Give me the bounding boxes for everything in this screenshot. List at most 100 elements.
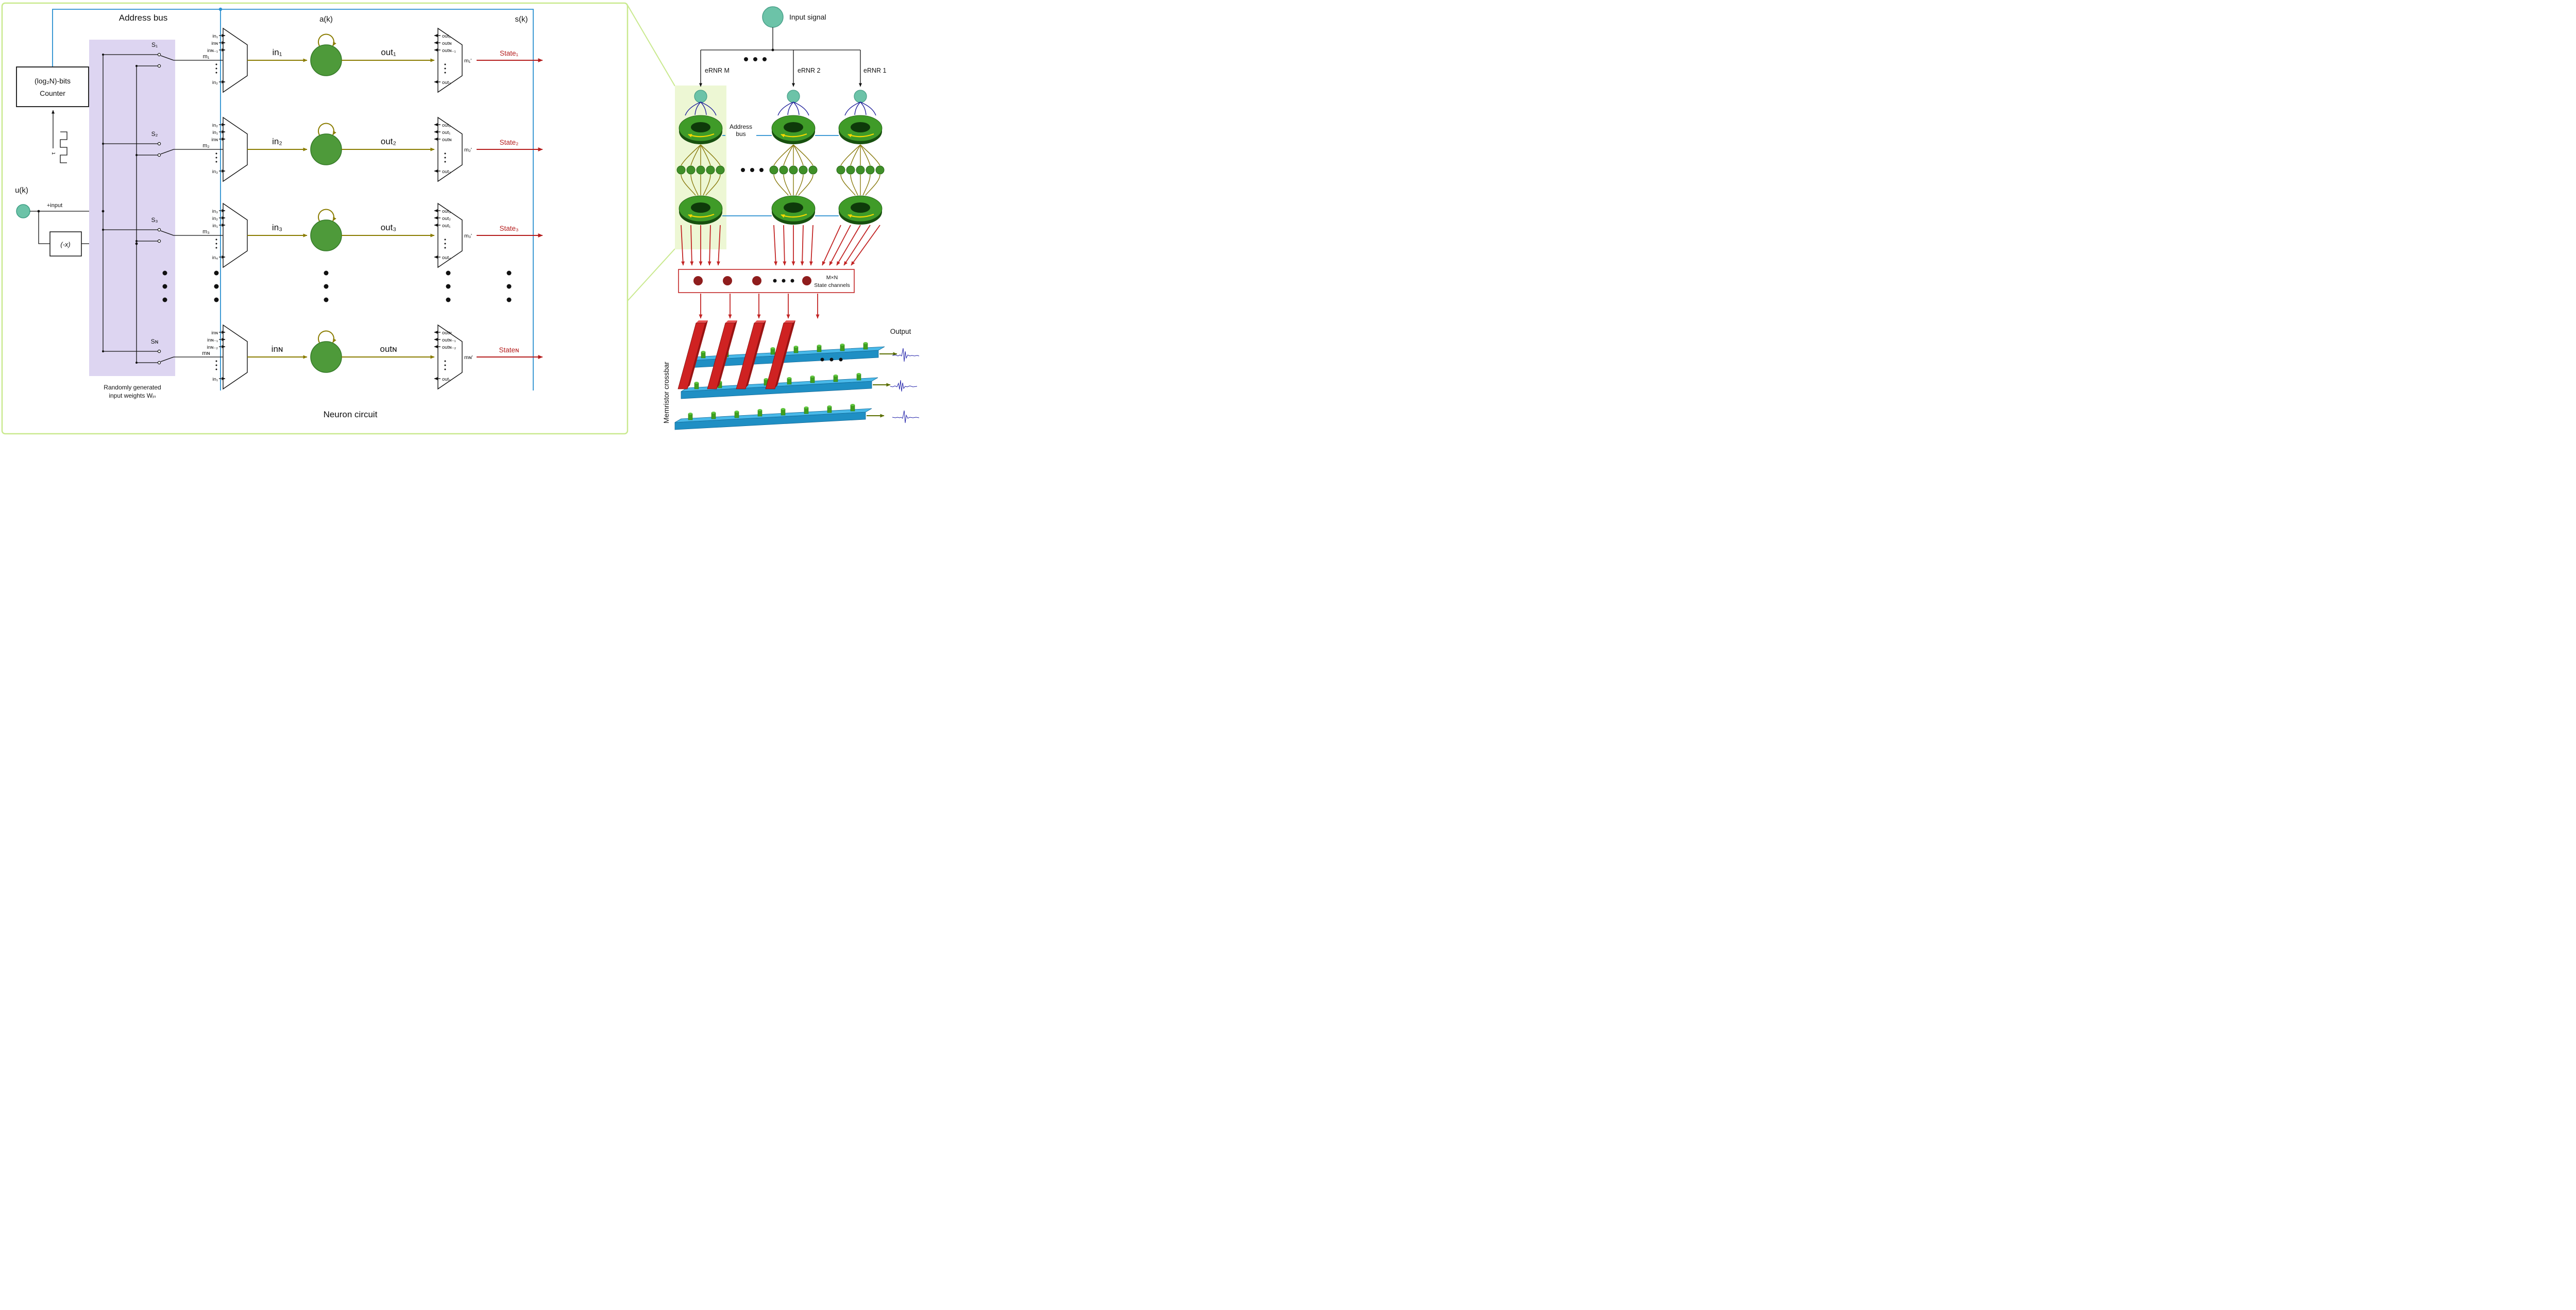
memristor-pillars	[688, 342, 868, 420]
svg-text:out₁: out₁	[442, 130, 450, 135]
input-mux	[223, 27, 248, 93]
ring-reservoir-row-2	[679, 195, 883, 225]
panel-border	[1, 2, 629, 435]
output-mux	[437, 324, 463, 390]
switch-lever	[160, 230, 174, 236]
state-label: Stateɴ	[499, 346, 519, 354]
reservoir-input-node	[854, 90, 867, 103]
output-label: Output	[890, 328, 911, 335]
svg-text:out₁: out₁	[442, 223, 450, 229]
state-label: State₃	[499, 225, 518, 232]
state-channels-label: State channels	[814, 282, 850, 288]
neuron-to-ring-fans	[681, 174, 880, 196]
ernr-m-label: eRNR M	[705, 67, 730, 74]
neuron-row-3: S₃ m₃ in₃ in₂ in₁ in₄ in₃ out₃ out₃ out₂…	[102, 202, 543, 268]
plus-input-label: +input	[47, 202, 62, 209]
ring-reservoir-row-1	[679, 115, 883, 144]
input-fan-curves	[685, 101, 876, 116]
readout-arrows	[867, 352, 897, 418]
neuron-row-2: S₂ m₂ in₂ in₁ inɴ in₃ in₂ out₂ out₂ out₁…	[102, 116, 543, 182]
svg-text:outɴ₋₂: outɴ₋₂	[442, 345, 456, 350]
svg-text:out₂: out₂	[442, 123, 451, 128]
input-node	[16, 204, 30, 218]
neuron	[310, 219, 342, 251]
neuron	[310, 44, 342, 76]
ring-reservoir	[838, 195, 883, 225]
switch-label: S₁	[151, 41, 158, 48]
reservoir-input-node	[694, 90, 707, 103]
state-channel-node	[693, 276, 703, 285]
demux-label: m₂'	[464, 147, 472, 153]
rotation-arrow	[781, 213, 807, 218]
clock-waveform	[60, 131, 67, 163]
switch-contact	[157, 53, 161, 57]
self-loop	[318, 123, 336, 135]
ring-reservoir	[771, 115, 816, 144]
rotation-arrow	[688, 133, 715, 138]
ring-to-neuron-fans	[681, 144, 880, 166]
big-out-label: out₃	[381, 223, 397, 232]
big-out-label: out₂	[381, 137, 396, 146]
reservoir-input-node	[787, 90, 800, 103]
svg-text:out₂: out₂	[442, 216, 451, 222]
svg-text:outɴ: outɴ	[442, 330, 451, 336]
state-channel-node	[802, 276, 811, 285]
tau-label: τ	[50, 152, 57, 155]
hardware-overview-panel: Input signal eRNR M eRNR 2 eRNR 1	[662, 6, 920, 430]
demux-label: m₃'	[464, 233, 472, 239]
neuron-row-n: Sɴ mɴ inɴ inɴ₋₁ inɴ₋₂ in₁ inɴ outɴ outɴ …	[102, 324, 543, 390]
switch-lever	[160, 356, 174, 362]
ellipsis-dots	[744, 57, 767, 61]
output-waveform	[892, 410, 920, 423]
switch-lever	[160, 149, 174, 155]
ernr-2-label: eRNR 2	[798, 67, 821, 74]
mxn-label: M×N	[826, 275, 838, 281]
big-in-label: in₁	[273, 47, 282, 57]
svg-text:inɴ₋₂: inɴ₋₂	[207, 345, 218, 350]
switch-label: S₂	[151, 130, 158, 138]
switch-label: S₃	[151, 216, 158, 224]
svg-text:in₁: in₁	[212, 223, 218, 229]
callout-line-bottom	[627, 248, 675, 301]
switch-contact	[157, 239, 161, 243]
svg-text:inɴ₋₁: inɴ₋₁	[207, 337, 218, 343]
big-out-label: outɴ	[380, 344, 397, 354]
mux-label: mɴ	[202, 350, 210, 356]
input-mux	[223, 116, 248, 182]
bus-junction-dot	[218, 7, 223, 11]
big-in-label: in₃	[272, 223, 282, 232]
ak-label: a(k)	[319, 15, 333, 24]
mux-label: m₂	[202, 143, 209, 149]
ring-reservoir	[679, 115, 723, 144]
crossbar-top-electrodes	[677, 320, 795, 389]
mux-label: m₃	[202, 229, 210, 235]
input-mux	[223, 324, 248, 390]
switch-contact	[157, 228, 161, 232]
state-channel-fans	[681, 225, 880, 266]
svg-text:out₁: out₁	[442, 377, 450, 382]
svg-text:out₂: out₂	[442, 80, 451, 86]
neuron-circuit-caption: Neuron circuit	[324, 410, 378, 419]
switch-contact	[157, 361, 161, 365]
neuron	[310, 133, 342, 165]
state-channel-node	[723, 276, 732, 285]
output-waveform	[892, 348, 920, 362]
svg-text:in₃: in₃	[212, 209, 218, 214]
output-mux	[437, 116, 463, 182]
rotation-arrow	[848, 133, 874, 138]
callout-line-top	[627, 5, 675, 87]
svg-text:out₃: out₃	[442, 209, 451, 214]
self-loop	[318, 33, 336, 46]
svg-text:out₁: out₁	[442, 33, 450, 39]
input-signal-label: Input signal	[789, 13, 826, 21]
svg-text:inɴ: inɴ	[211, 330, 218, 336]
switch-contact	[157, 142, 161, 146]
input-mux	[223, 202, 248, 268]
ring-reservoir	[838, 115, 883, 144]
switch-lever	[160, 55, 174, 61]
svg-text:out₄: out₄	[442, 255, 451, 261]
self-loop	[318, 330, 336, 343]
weights-caption-2: input weights Wᵢₙ	[109, 392, 156, 399]
rotation-arrow	[781, 133, 807, 138]
uk-label: u(k)	[15, 186, 28, 195]
